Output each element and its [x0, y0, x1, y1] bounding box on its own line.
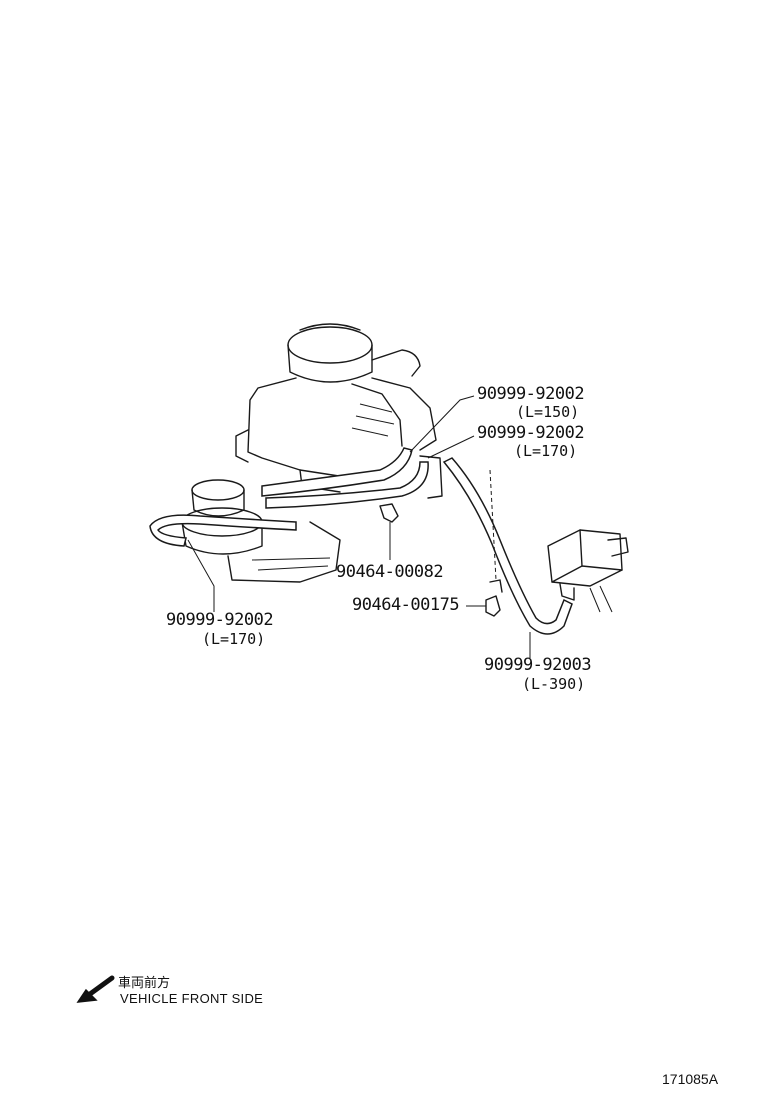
diagram-id: 171085A	[662, 1071, 719, 1087]
callout-part-no-1: 90999-92002	[477, 384, 585, 404]
hose-clip-00175	[485, 579, 503, 617]
callout-part-no-5: 90999-92002	[166, 610, 274, 630]
vehicle-front-label-en: VEHICLE FRONT SIDE	[120, 991, 264, 1006]
callout-length-1: (L=150)	[516, 403, 580, 421]
arrow-down-left-icon	[76, 975, 115, 1003]
callout-part-no-4: 90464-00175	[352, 595, 460, 615]
callout-part-no-2: 90999-92002	[477, 423, 585, 443]
callout-part-no-3: 90464-00082	[336, 562, 444, 582]
callout-length-6: (L-390)	[522, 675, 586, 693]
vacuum-switching-valve	[547, 529, 629, 613]
vehicle-front-label-jp: 車両前方	[118, 976, 171, 991]
callout-length-5: (L=170)	[202, 630, 266, 648]
hose-clip-00082	[379, 503, 399, 523]
callout-part-no-6: 90999-92003	[484, 655, 592, 675]
throttle-body-assembly	[235, 323, 437, 493]
hose-l170-lower	[149, 514, 297, 547]
callout-length-2: (L=170)	[514, 442, 578, 460]
hose-l390	[442, 457, 573, 635]
leader-lines	[187, 395, 531, 658]
